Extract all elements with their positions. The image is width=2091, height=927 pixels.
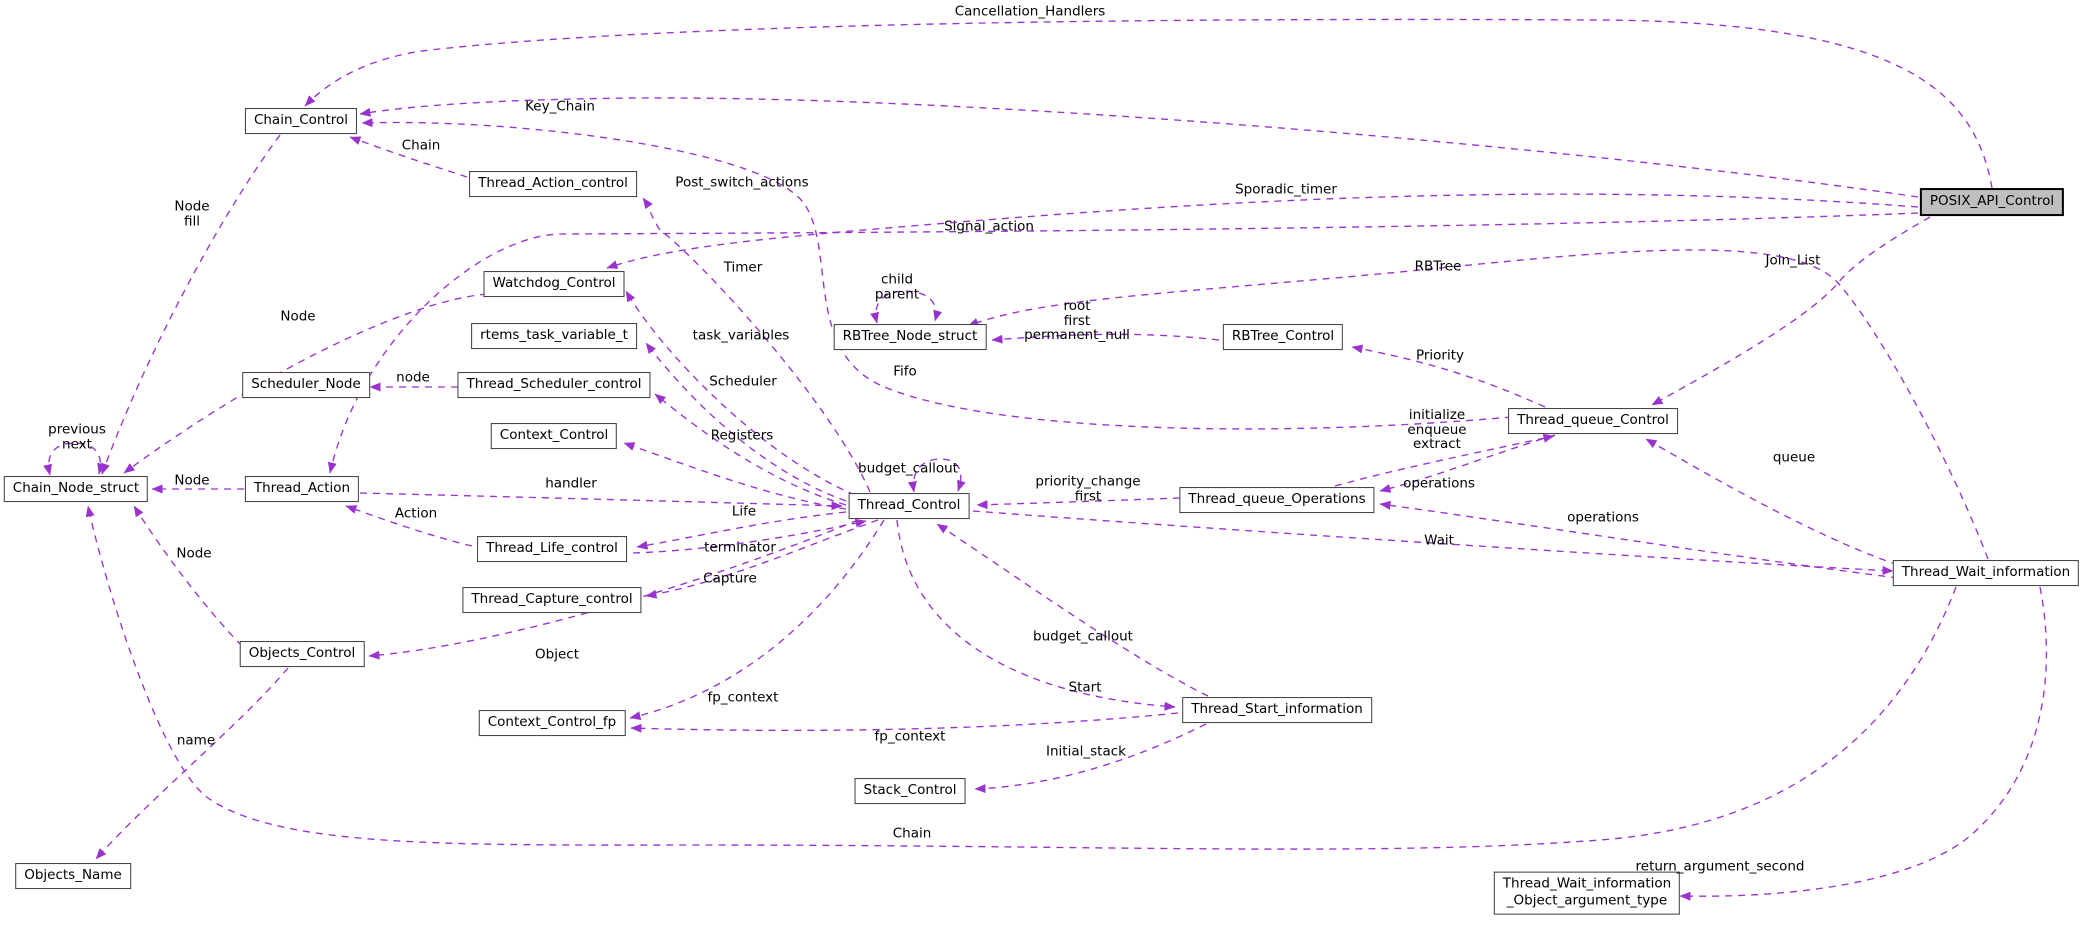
node-context_control_fp[interactable]: Context_Control_fp xyxy=(478,710,626,736)
edge-posix_api_control-thread_queue_control xyxy=(1651,216,1931,406)
node-objects_name[interactable]: Objects_Name xyxy=(15,863,131,889)
node-rbtree_control[interactable]: RBTree_Control xyxy=(1222,324,1344,350)
edge-rbtree_node_struct-rbtree_node_struct xyxy=(870,290,942,324)
edge-posix_api_control-chain_control xyxy=(359,97,1919,198)
edge-thread_wait_information-chain_node_struct xyxy=(85,505,1957,850)
node-context_control[interactable]: Context_Control xyxy=(490,423,618,449)
node-chain_node_struct[interactable]: Chain_Node_struct xyxy=(3,476,149,502)
node-thread_action_control[interactable]: Thread_Action_control xyxy=(469,171,637,197)
edge-thread_queue_control-rbtree_control xyxy=(1351,344,1546,408)
node-posix_api_control[interactable]: POSIX_API_Control xyxy=(1919,188,2065,216)
edge-thread_action_control-chain_control xyxy=(349,136,468,178)
edge-thread_control-watchdog_control xyxy=(625,290,856,496)
node-thread_queue_operations[interactable]: Thread_queue_Operations xyxy=(1179,487,1375,513)
node-thread_wait_information_object_argument_type[interactable]: Thread_Wait_information _Object_argument… xyxy=(1493,871,1681,915)
edge-thread_control-thread_life_control xyxy=(636,511,847,550)
edge-thread_start_information-stack_control xyxy=(974,723,1207,794)
edge-thread_control-rtems_task_variable_t xyxy=(645,342,847,502)
node-thread_wait_information[interactable]: Thread_Wait_information xyxy=(1892,560,2080,586)
edge-thread_control-thread_capture_control xyxy=(645,519,879,599)
edge-thread_wait_information-thread_wait_information_object_argument_type xyxy=(1679,586,2048,901)
edge-thread_life_control-thread_action xyxy=(345,505,473,547)
node-scheduler_node[interactable]: Scheduler_Node xyxy=(242,372,370,398)
node-thread_action[interactable]: Thread_Action xyxy=(244,476,360,502)
edge-posix_api_control-chain_control xyxy=(304,18,1993,189)
edge-thread_action-thread_control xyxy=(359,492,843,511)
edge-thread_control-thread_start_information xyxy=(896,519,1176,711)
edge-posix_api_control-watchdog_control xyxy=(606,193,1919,269)
edge-thread_queue_operations-thread_queue_control xyxy=(1334,433,1555,487)
edge-thread_queue_control-thread_queue_operations xyxy=(1379,434,1556,493)
node-objects_control[interactable]: Objects_Control xyxy=(239,641,365,667)
edge-thread_start_information-context_control_fp xyxy=(630,712,1179,733)
edge-watchdog_control-chain_node_struct xyxy=(123,293,488,474)
node-thread_start_information[interactable]: Thread_Start_information xyxy=(1182,697,1372,723)
node-thread_control[interactable]: Thread_Control xyxy=(848,493,970,519)
edge-chain_control-chain_node_struct xyxy=(101,134,281,475)
edge-thread_queue_operations-thread_control xyxy=(976,497,1181,510)
node-chain_control[interactable]: Chain_Control xyxy=(244,108,358,134)
edge-thread_control-context_control xyxy=(623,442,847,510)
edge-thread_control-thread_wait_information xyxy=(972,510,1894,575)
node-thread_queue_control[interactable]: Thread_queue_Control xyxy=(1508,408,1678,434)
node-thread_scheduler_control[interactable]: Thread_Scheduler_control xyxy=(457,372,651,398)
edge-thread_control-context_control_fp xyxy=(629,519,885,721)
node-thread_capture_control[interactable]: Thread_Capture_control xyxy=(462,587,642,613)
edge-rbtree_control-rbtree_node_struct xyxy=(991,333,1220,344)
node-rtems_task_variable_t[interactable]: rtems_task_variable_t xyxy=(471,323,637,349)
edge-thread_wait_information-rbtree_node_struct xyxy=(967,249,1989,560)
edge-thread_wait_information-thread_queue_control xyxy=(1645,438,1899,566)
edge-objects_control-objects_name xyxy=(95,667,289,860)
edge-thread_queue_control-chain_control xyxy=(361,118,1513,430)
edge-thread_control-thread_scheduler_control xyxy=(654,393,847,506)
node-watchdog_control[interactable]: Watchdog_Control xyxy=(483,271,625,297)
edge-objects_control-chain_node_struct xyxy=(133,505,243,647)
node-thread_life_control[interactable]: Thread_Life_control xyxy=(477,536,627,562)
edge-posix_api_control-thread_action xyxy=(327,212,1919,474)
edge-thread_control-thread_control xyxy=(907,458,966,493)
edge-thread_wait_information-thread_queue_operations xyxy=(1379,500,1899,579)
node-rbtree_node_struct[interactable]: RBTree_Node_struct xyxy=(833,324,987,350)
edge-thread_control-thread_action_control xyxy=(642,197,871,493)
edge-chain_node_struct-chain_node_struct xyxy=(43,442,106,476)
node-stack_control[interactable]: Stack_Control xyxy=(854,778,966,804)
edge-thread_start_information-thread_control xyxy=(936,523,1209,697)
